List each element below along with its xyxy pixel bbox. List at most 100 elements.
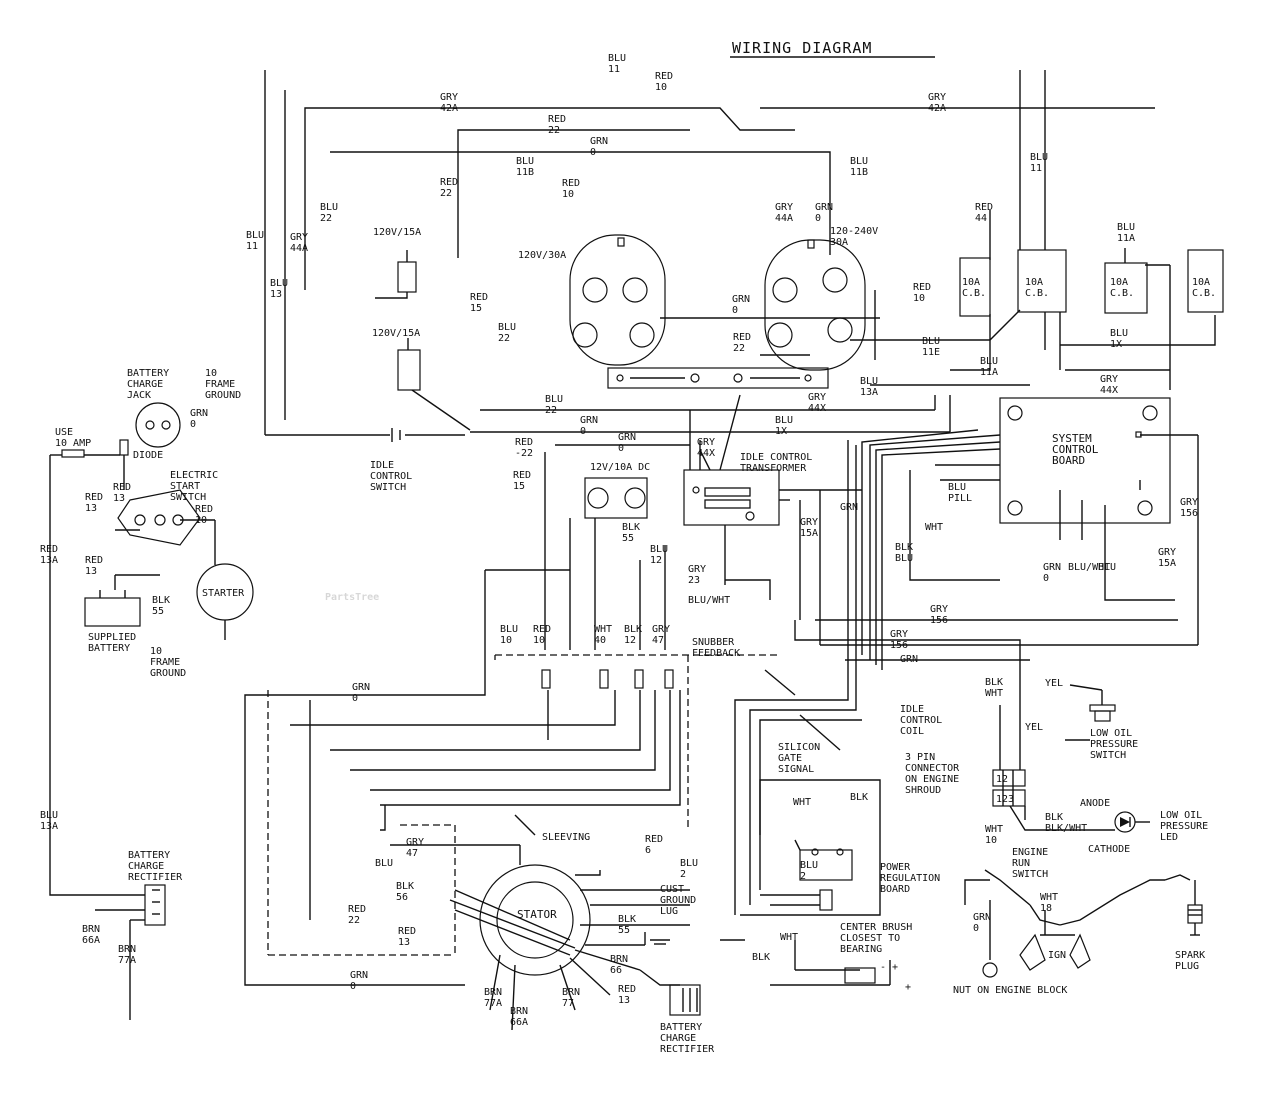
cathode-label: CATHODE: [1088, 844, 1130, 855]
starter-label: STARTER: [202, 588, 245, 599]
stator-label: STATOR: [517, 908, 557, 921]
terminal-plus-label: +: [905, 982, 911, 993]
wire-label: YEL: [1045, 678, 1063, 689]
outlet-120v15a-top-label: 120V/15A: [373, 227, 421, 238]
wire-label: RED-22: [515, 437, 533, 459]
wire-label: GRN: [840, 502, 858, 513]
pin-123-label: 123: [996, 794, 1014, 805]
pin-12-label: 12: [996, 774, 1008, 785]
wire-label: BLK: [752, 952, 770, 963]
wire-label: WHT: [925, 522, 943, 533]
wire-label: BLU/WHT: [1068, 562, 1110, 573]
outlet-120v15a-left-label: 120V/15A: [372, 328, 420, 339]
wire-label: WHT: [780, 932, 798, 943]
wire-label: WHT: [793, 797, 811, 808]
wire-label: BLU: [375, 858, 393, 869]
anode-label: ANODE: [1080, 798, 1110, 809]
wire-label: BLU: [1098, 562, 1116, 573]
terminal-plus-minus-label: - +: [880, 962, 898, 973]
outlet-120v30a-label: 120V/30A: [518, 250, 566, 261]
sleeving-label: SLEEVING: [542, 832, 590, 843]
wire-label: GRN: [900, 654, 918, 665]
watermark: PartsTree: [325, 592, 379, 603]
wire-label: BLK: [850, 792, 868, 803]
